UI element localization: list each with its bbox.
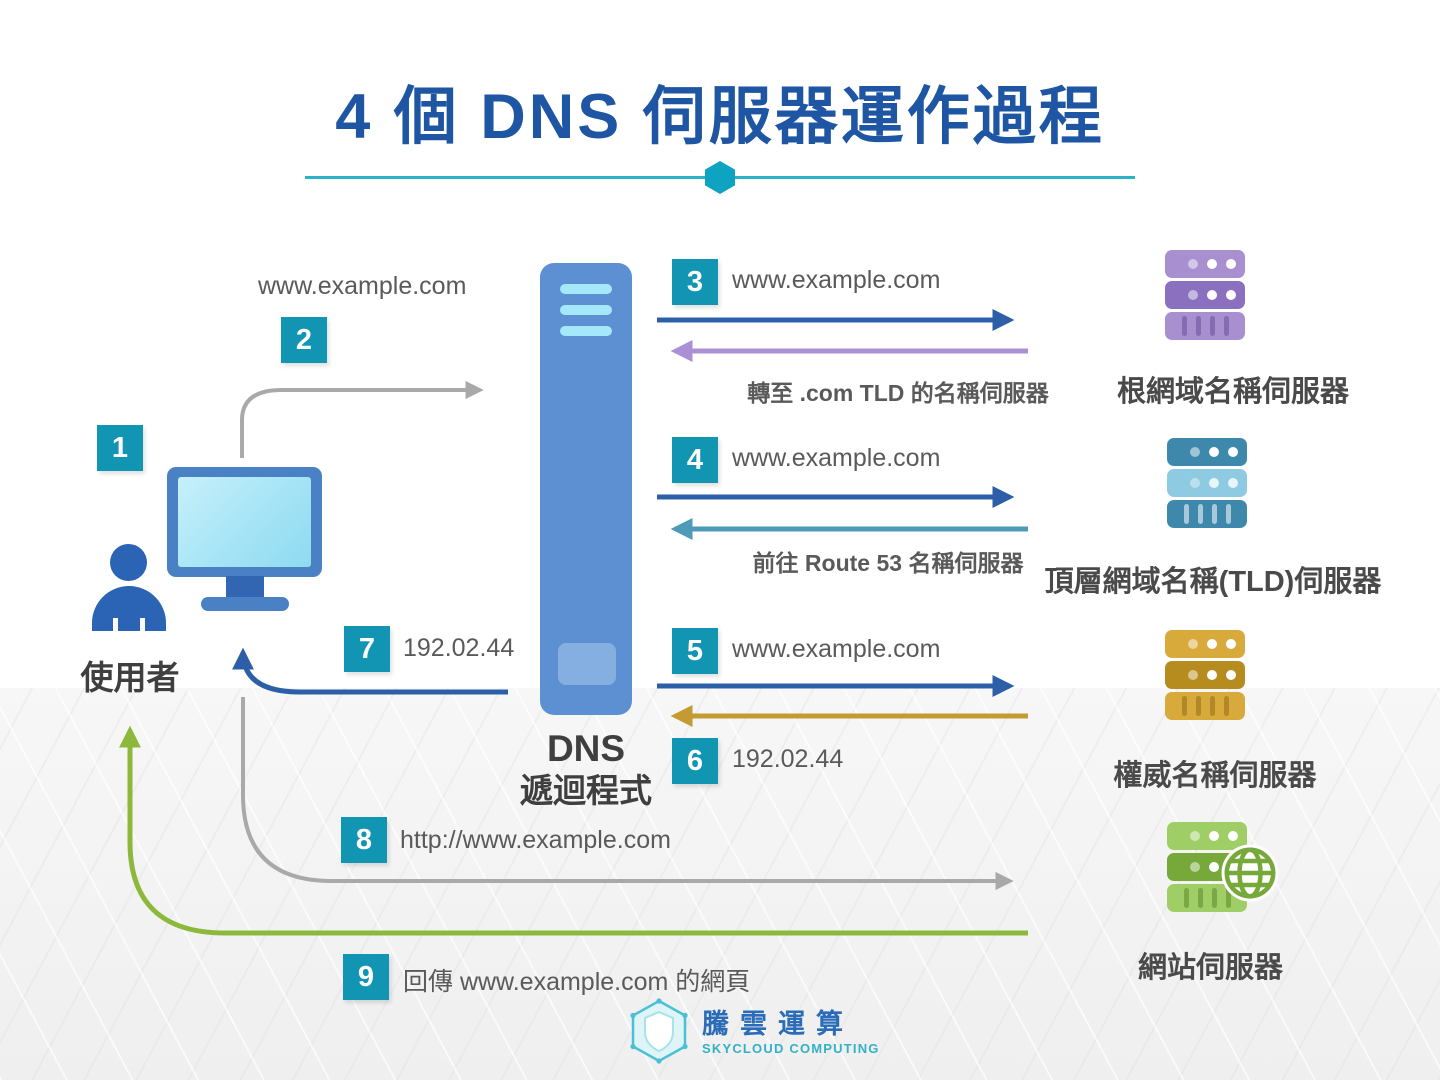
step9-webpage-arrow: [118, 725, 1028, 936]
step-badge-6: 6: [672, 738, 718, 784]
step-badge-5: 5: [672, 628, 718, 674]
page-title: 4 個 DNS 伺服器運作過程: [335, 82, 1105, 152]
step-badge-1: 1: [97, 425, 143, 471]
step-badge-4: 4: [672, 437, 718, 483]
authoritative-server-icon: [1165, 630, 1245, 720]
dns-resolver-label: DNS 遞迴程式: [496, 728, 676, 812]
user-icon: [110, 544, 147, 581]
web-server-label: 網站伺服器: [1137, 952, 1283, 984]
tld-server-label: 頂層網域名稱(TLD)伺服器: [1044, 566, 1382, 598]
step4-reply-label: 前往 Route 53 名稱伺服器: [752, 550, 1024, 576]
root-server-icon: [1165, 250, 1245, 340]
step-badge-9: 9: [343, 954, 389, 1000]
step5-label: www.example.com: [732, 635, 941, 663]
computer-base: [201, 597, 289, 611]
computer-screen: [178, 477, 311, 567]
computer-stand: [226, 576, 264, 599]
step2-label: www.example.com: [258, 272, 467, 300]
user-label: 使用者: [80, 659, 180, 696]
root-server-label: 根網域名稱伺服器: [1116, 376, 1349, 408]
dns-resolver-label-line1: DNS: [546, 728, 626, 769]
step-badge-8: 8: [341, 817, 387, 863]
step9-label: 回傳 www.example.com 的網頁: [403, 968, 751, 996]
step6-label: 192.02.44: [732, 745, 844, 773]
logo-brand-name: 騰雲運算: [702, 1009, 854, 1039]
step2-query-arrow: [240, 380, 484, 458]
logo-text: 騰雲運算 SKYCLOUD COMPUTING: [702, 998, 880, 1064]
dns-resolver-icon: [540, 263, 632, 715]
step-badge-3: 3: [672, 259, 718, 305]
skycloud-logo: 騰雲運算 SKYCLOUD COMPUTING: [628, 998, 880, 1064]
globe-icon: [1221, 844, 1279, 902]
step7-answer-arrow: [232, 647, 508, 695]
step-badge-7: 7: [344, 626, 390, 672]
step7-label: 192.02.44: [403, 634, 515, 662]
step4-label: www.example.com: [732, 444, 941, 472]
logo-subtitle: SKYCLOUD COMPUTING: [702, 1041, 880, 1056]
step3-label: www.example.com: [732, 266, 941, 294]
step8-label: http://www.example.com: [400, 826, 671, 854]
step8-http-arrow: [241, 697, 1014, 891]
dns-resolver-label-line2: 遞迴程式: [520, 772, 652, 809]
skycloud-logo-icon: [630, 998, 688, 1064]
step-badge-2: 2: [281, 317, 327, 363]
user-computer-icon: [167, 467, 322, 577]
authoritative-server-label: 權威名稱伺服器: [1113, 760, 1317, 792]
tld-server-icon: [1167, 438, 1247, 528]
step3-reply-label: 轉至 .com TLD 的名稱伺服器: [747, 380, 1049, 406]
